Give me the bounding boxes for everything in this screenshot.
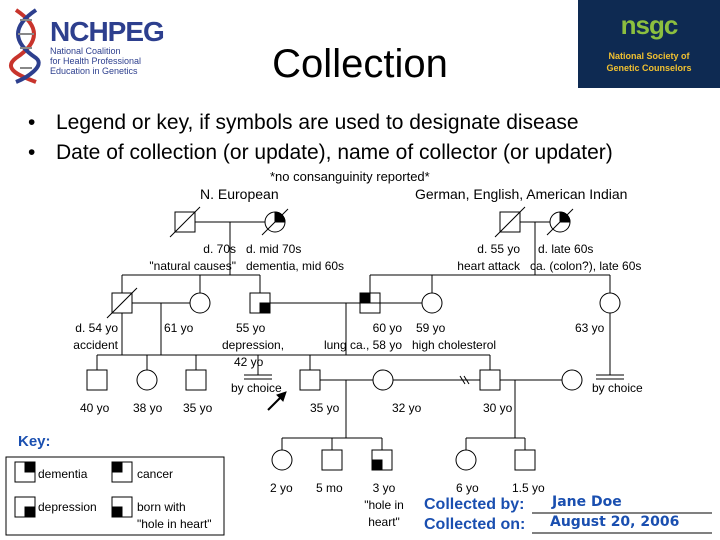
spouse-label: 32 yo <box>392 401 422 415</box>
sibling-label: 35 yo <box>183 401 213 415</box>
collected-on-value: August 20, 2006 <box>550 514 680 530</box>
key-depression-label: depression <box>38 500 97 514</box>
father-symbol <box>249 292 271 314</box>
child5-label: 1.5 yo <box>512 481 545 495</box>
child2-label: 5 mo <box>316 481 343 495</box>
paternal-grandfather-symbol <box>169 206 201 238</box>
child1-symbol <box>271 449 293 471</box>
nsgc-logo <box>578 0 720 88</box>
key-dementia-symbol <box>14 461 36 483</box>
key-dementia-label: dementia <box>38 467 88 481</box>
child2-symbol <box>321 449 343 471</box>
child1-label: 2 yo <box>270 481 293 495</box>
aunt2-symbol <box>599 292 621 314</box>
paternal-origin: N. European <box>200 186 279 202</box>
nsgc-logo-subtitle: National Society of Genetic Counselors <box>606 51 692 73</box>
proband-arrow <box>267 391 287 411</box>
cousin-female-symbol <box>136 369 158 391</box>
key-cancer-symbol <box>111 461 133 483</box>
proband-label: 35 yo <box>310 401 340 415</box>
cousin-male-symbol <box>86 369 108 391</box>
maternal-grandfather-symbol <box>494 206 526 238</box>
sibling-symbol <box>185 369 207 391</box>
consanguinity-note: *no consanguinity reported* <box>270 169 430 184</box>
key-depression-symbol <box>14 496 36 518</box>
pgf-label: d. 70s"natural causes" <box>149 242 236 273</box>
bullet-list: •Legend or key, if symbols are used to d… <box>28 108 613 168</box>
aunt-label: 61 yo <box>164 321 194 335</box>
spouse-symbol <box>372 369 394 391</box>
child4-label: 6 yo <box>456 481 479 495</box>
maternal-grandmother-symbol <box>546 208 574 236</box>
child3-symbol <box>371 449 393 471</box>
mother-symbol <box>421 292 443 314</box>
child5-symbol <box>514 449 536 471</box>
collected-by-label: Collected by: <box>424 496 525 513</box>
collected-by-value: Jane Doe <box>552 494 622 510</box>
key-heart-symbol <box>111 496 133 518</box>
collected-on-label: Collected on: <box>424 516 526 533</box>
dna-helix-icon <box>8 8 41 84</box>
aunt-symbol <box>189 292 211 314</box>
cousin-male-label: 40 yo <box>80 401 110 415</box>
slide-title: Collection <box>272 42 448 86</box>
brother-label: 30 yo <box>483 401 513 415</box>
key-heart-label: born with"hole in heart" <box>137 500 212 531</box>
nchpeg-logo-subtitle: National Coalition for Health Profession… <box>50 46 142 76</box>
maternal-origin: German, English, American Indian <box>415 186 628 202</box>
proband-symbol <box>299 369 321 391</box>
aunt2-label: 63 yo <box>575 321 605 335</box>
bullet-item: •Date of collection (or update), name of… <box>28 141 613 164</box>
nchpeg-logo-text: NCHPEG <box>50 16 165 47</box>
paternal-grandmother-symbol <box>261 208 289 236</box>
cousin-female-label: 38 yo <box>133 401 163 415</box>
brother-symbol <box>479 369 501 391</box>
brother-partner-symbol <box>561 369 583 391</box>
key-cancer-label: cancer <box>137 467 174 481</box>
uncle-symbol <box>106 287 138 319</box>
child4-symbol <box>455 449 477 471</box>
by-choice-right: by choice <box>592 381 643 395</box>
bullet-item: •Legend or key, if symbols are used to d… <box>28 111 579 134</box>
key-title: Key: <box>18 433 51 450</box>
by-choice-left: by choice <box>231 381 282 395</box>
nsgc-logo-text: nsgc <box>620 10 679 40</box>
